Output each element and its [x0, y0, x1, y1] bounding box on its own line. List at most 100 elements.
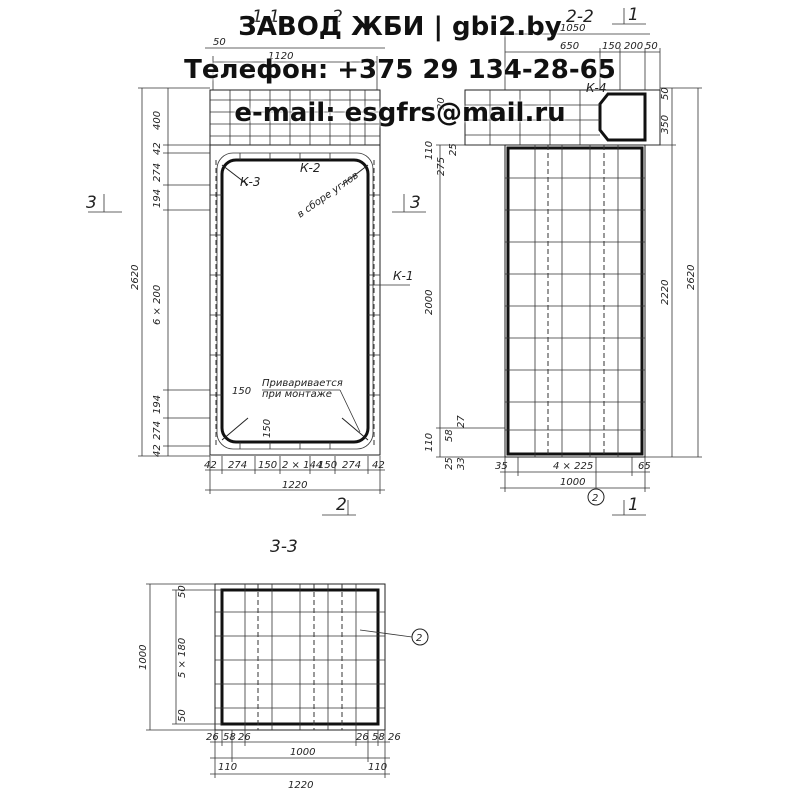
- dim-l-2000: 2000: [424, 290, 435, 315]
- dim-l-110b: 110: [424, 433, 435, 452]
- dim-33-110a: 110: [218, 762, 237, 773]
- dim-r-2620: 2620: [686, 265, 697, 290]
- cut-3-right-label: 3: [410, 193, 421, 213]
- dim-150-inner-b: 150: [262, 419, 273, 438]
- dim-33-110b: 110: [368, 762, 387, 773]
- dim-33-26c: 26: [356, 732, 369, 743]
- note-welded-2: при монтаже: [262, 389, 332, 400]
- dim-33-1000-left: 1000: [138, 645, 149, 670]
- dim-l-27: 27: [456, 415, 467, 428]
- dim-194-top: 194: [152, 189, 163, 208]
- view11-outer-frame: [209, 144, 381, 456]
- dim-50-top: 50: [645, 41, 658, 52]
- view22-outline: [506, 146, 644, 456]
- dim-r-350: 350: [660, 115, 671, 134]
- dim-l-275: 275: [436, 157, 447, 176]
- dim-l-20: 20: [436, 97, 447, 110]
- dim-r-2220: 2220: [660, 280, 671, 305]
- dim-42-top: 42: [152, 142, 163, 155]
- section-2-2-title: 2-2: [566, 7, 594, 27]
- section-1-1-title: 1-1: [252, 7, 280, 27]
- dim-bot-274a: 274: [228, 460, 247, 471]
- view22-dimensions: [436, 30, 702, 492]
- dim-bot-150b: 150: [318, 460, 337, 471]
- dim-bot-1000: 1000: [560, 477, 585, 488]
- view11-top-grid: [210, 90, 380, 145]
- dim-bot-42a: 42: [204, 460, 217, 471]
- pos-marker-2b-label: 2: [416, 633, 422, 644]
- dim-33-1220: 1220: [288, 780, 313, 791]
- dim-bot-42b: 42: [372, 460, 385, 471]
- note-every-corner: в сборе углов: [295, 169, 361, 220]
- dim-42-bot: 42: [152, 444, 163, 457]
- view11-brace-tl: [221, 164, 249, 186]
- view-1-1: 1120 50 400 42 274 194 2620 6 × 200 194 …: [86, 7, 426, 516]
- dim-274-bot: 274: [152, 421, 163, 440]
- dim-33-50a: 50: [177, 585, 188, 598]
- dim-top-50: 50: [213, 37, 226, 48]
- view11-brace-bl: [221, 417, 249, 441]
- header-factory-name: ЗАВОД ЖБИ | gbi2.by: [238, 12, 562, 42]
- view11-top-part: [209, 89, 381, 146]
- header-email: e-mail: esgfrs@mail.ru: [234, 98, 566, 128]
- view22-k4-bracket: [598, 92, 647, 142]
- dim-1050: 1050: [560, 23, 585, 34]
- view33-grid: [215, 584, 385, 730]
- view11-brace-br: [341, 417, 369, 441]
- cut-1-bottom-label: 1: [628, 495, 639, 515]
- dim-bot-2x144: 2 × 144: [282, 460, 322, 471]
- dim-bot-35: 35: [495, 461, 508, 472]
- view22-cage-frame: [504, 144, 646, 458]
- dim-r-50: 50: [660, 87, 671, 100]
- dim-33-58b: 58: [372, 732, 385, 743]
- view11-opening: [220, 158, 370, 444]
- dim-33-58a: 58: [223, 732, 236, 743]
- view22-grid: [465, 90, 645, 457]
- dim-l-25b: 25: [444, 457, 455, 470]
- cut-2-bottom-label: 2: [336, 495, 347, 515]
- dim-6x200: 6 × 200: [152, 285, 163, 325]
- dim-l-25: 25: [448, 143, 459, 156]
- dim-l-58: 58: [444, 429, 455, 442]
- view-3-3: 3-3: [138, 537, 429, 791]
- dim-33-5x180: 5 × 180: [177, 638, 188, 678]
- dim-150-top: 150: [602, 41, 621, 52]
- view33-dimensions: [146, 583, 390, 778]
- dim-bot-1220: 1220: [282, 480, 307, 491]
- dim-200-top: 200: [624, 41, 643, 52]
- dim-2620-left: 2620: [130, 265, 141, 290]
- leader-welded-arrow: [339, 389, 361, 433]
- dim-1120: 1120: [268, 51, 293, 62]
- dim-bot-65: 65: [638, 461, 651, 472]
- view11-dimensions: [138, 47, 385, 494]
- dim-l-33: 33: [456, 457, 467, 470]
- label-k3: К-3: [240, 175, 260, 189]
- view11-brace-tr: [341, 164, 369, 186]
- cut-2-top-label: 2: [332, 7, 343, 27]
- dim-33-26d: 26: [388, 732, 401, 743]
- view11-cage-outline: [216, 152, 374, 450]
- dim-650: 650: [560, 41, 579, 52]
- dim-194-bot: 194: [152, 395, 163, 414]
- dim-33-26a: 26: [206, 732, 219, 743]
- section-3-3-title: 3-3: [270, 537, 298, 557]
- dim-l-110: 110: [424, 141, 435, 160]
- dim-33-26b: 26: [238, 732, 251, 743]
- note-welded-1: Приваривается: [262, 378, 343, 389]
- pos-marker-2a-label: 2: [592, 493, 598, 504]
- dim-bot-4x225: 4 × 225: [553, 461, 593, 472]
- dim-150-inner-a: 150: [232, 386, 251, 397]
- pos-marker-2b-leader: [359, 629, 413, 638]
- cut-3-left-label: 3: [86, 193, 97, 213]
- label-k2: К-2: [300, 161, 320, 175]
- pos-marker-2a: [587, 488, 605, 506]
- dim-33-1000: 1000: [290, 747, 315, 758]
- dim-274-top: 274: [152, 163, 163, 182]
- dim-bot-274b: 274: [342, 460, 361, 471]
- view-2-2: 1050 650 150 200 50 50 350 2220 2620 110…: [424, 5, 702, 516]
- dim-bot-150a: 150: [258, 460, 277, 471]
- dim-400: 400: [152, 111, 163, 130]
- view11-side-ties: [210, 153, 380, 449]
